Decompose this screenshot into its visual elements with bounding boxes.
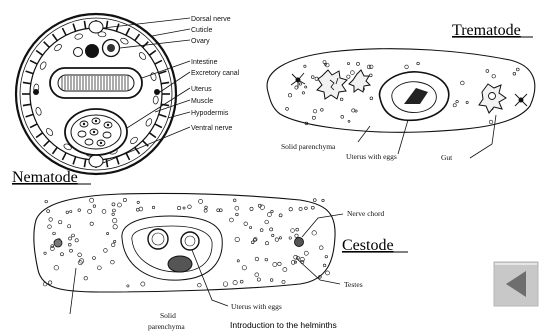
label-cestode-uterus-with-eggs: Uterus with eggs <box>231 302 282 311</box>
label-trematode-uterus-with-eggs: Uterus with eggs <box>346 152 397 161</box>
label-uterus: Uterus <box>191 86 212 93</box>
label-cestode-solid: Solid <box>160 311 176 320</box>
label-cestode-testes: Testes <box>344 280 363 289</box>
nematode-cross-section: Dorsal nerve Cuticle Ovary Intestine Exc… <box>16 14 240 174</box>
heading-trematode: Trematode <box>452 22 521 39</box>
label-excretory-canal: Excretory canal <box>191 70 240 77</box>
cestode-diagram: Nerve chord Testes Uterus with eggs Soli… <box>34 193 385 331</box>
label-muscle: Muscle <box>191 98 213 105</box>
label-dorsal-nerve: Dorsal nerve <box>191 16 231 23</box>
label-cestode-nerve-chord: Nerve chord <box>347 209 385 218</box>
heading-cestode: Cestode <box>342 237 394 254</box>
label-trematode-gut: Gut <box>441 153 453 162</box>
label-ventral-nerve: Ventral nerve <box>191 125 232 132</box>
label-trematode-solid-parenchyma: Solid parenchyma <box>281 142 336 151</box>
label-cuticle: Cuticle <box>191 27 213 34</box>
label-cestode-parenchyma: parenchyma <box>148 322 185 331</box>
label-ovary: Ovary <box>191 38 210 45</box>
heading-nematode: Nematode <box>12 169 78 186</box>
label-hypodermis: Hypodermis <box>191 110 229 117</box>
trematode-diagram: Solid parenchyma Uterus with eggs Gut <box>267 49 535 162</box>
back-button[interactable] <box>494 262 538 306</box>
footer-caption: Introduction to the helminths <box>230 320 337 330</box>
label-intestine: Intestine <box>191 59 218 66</box>
